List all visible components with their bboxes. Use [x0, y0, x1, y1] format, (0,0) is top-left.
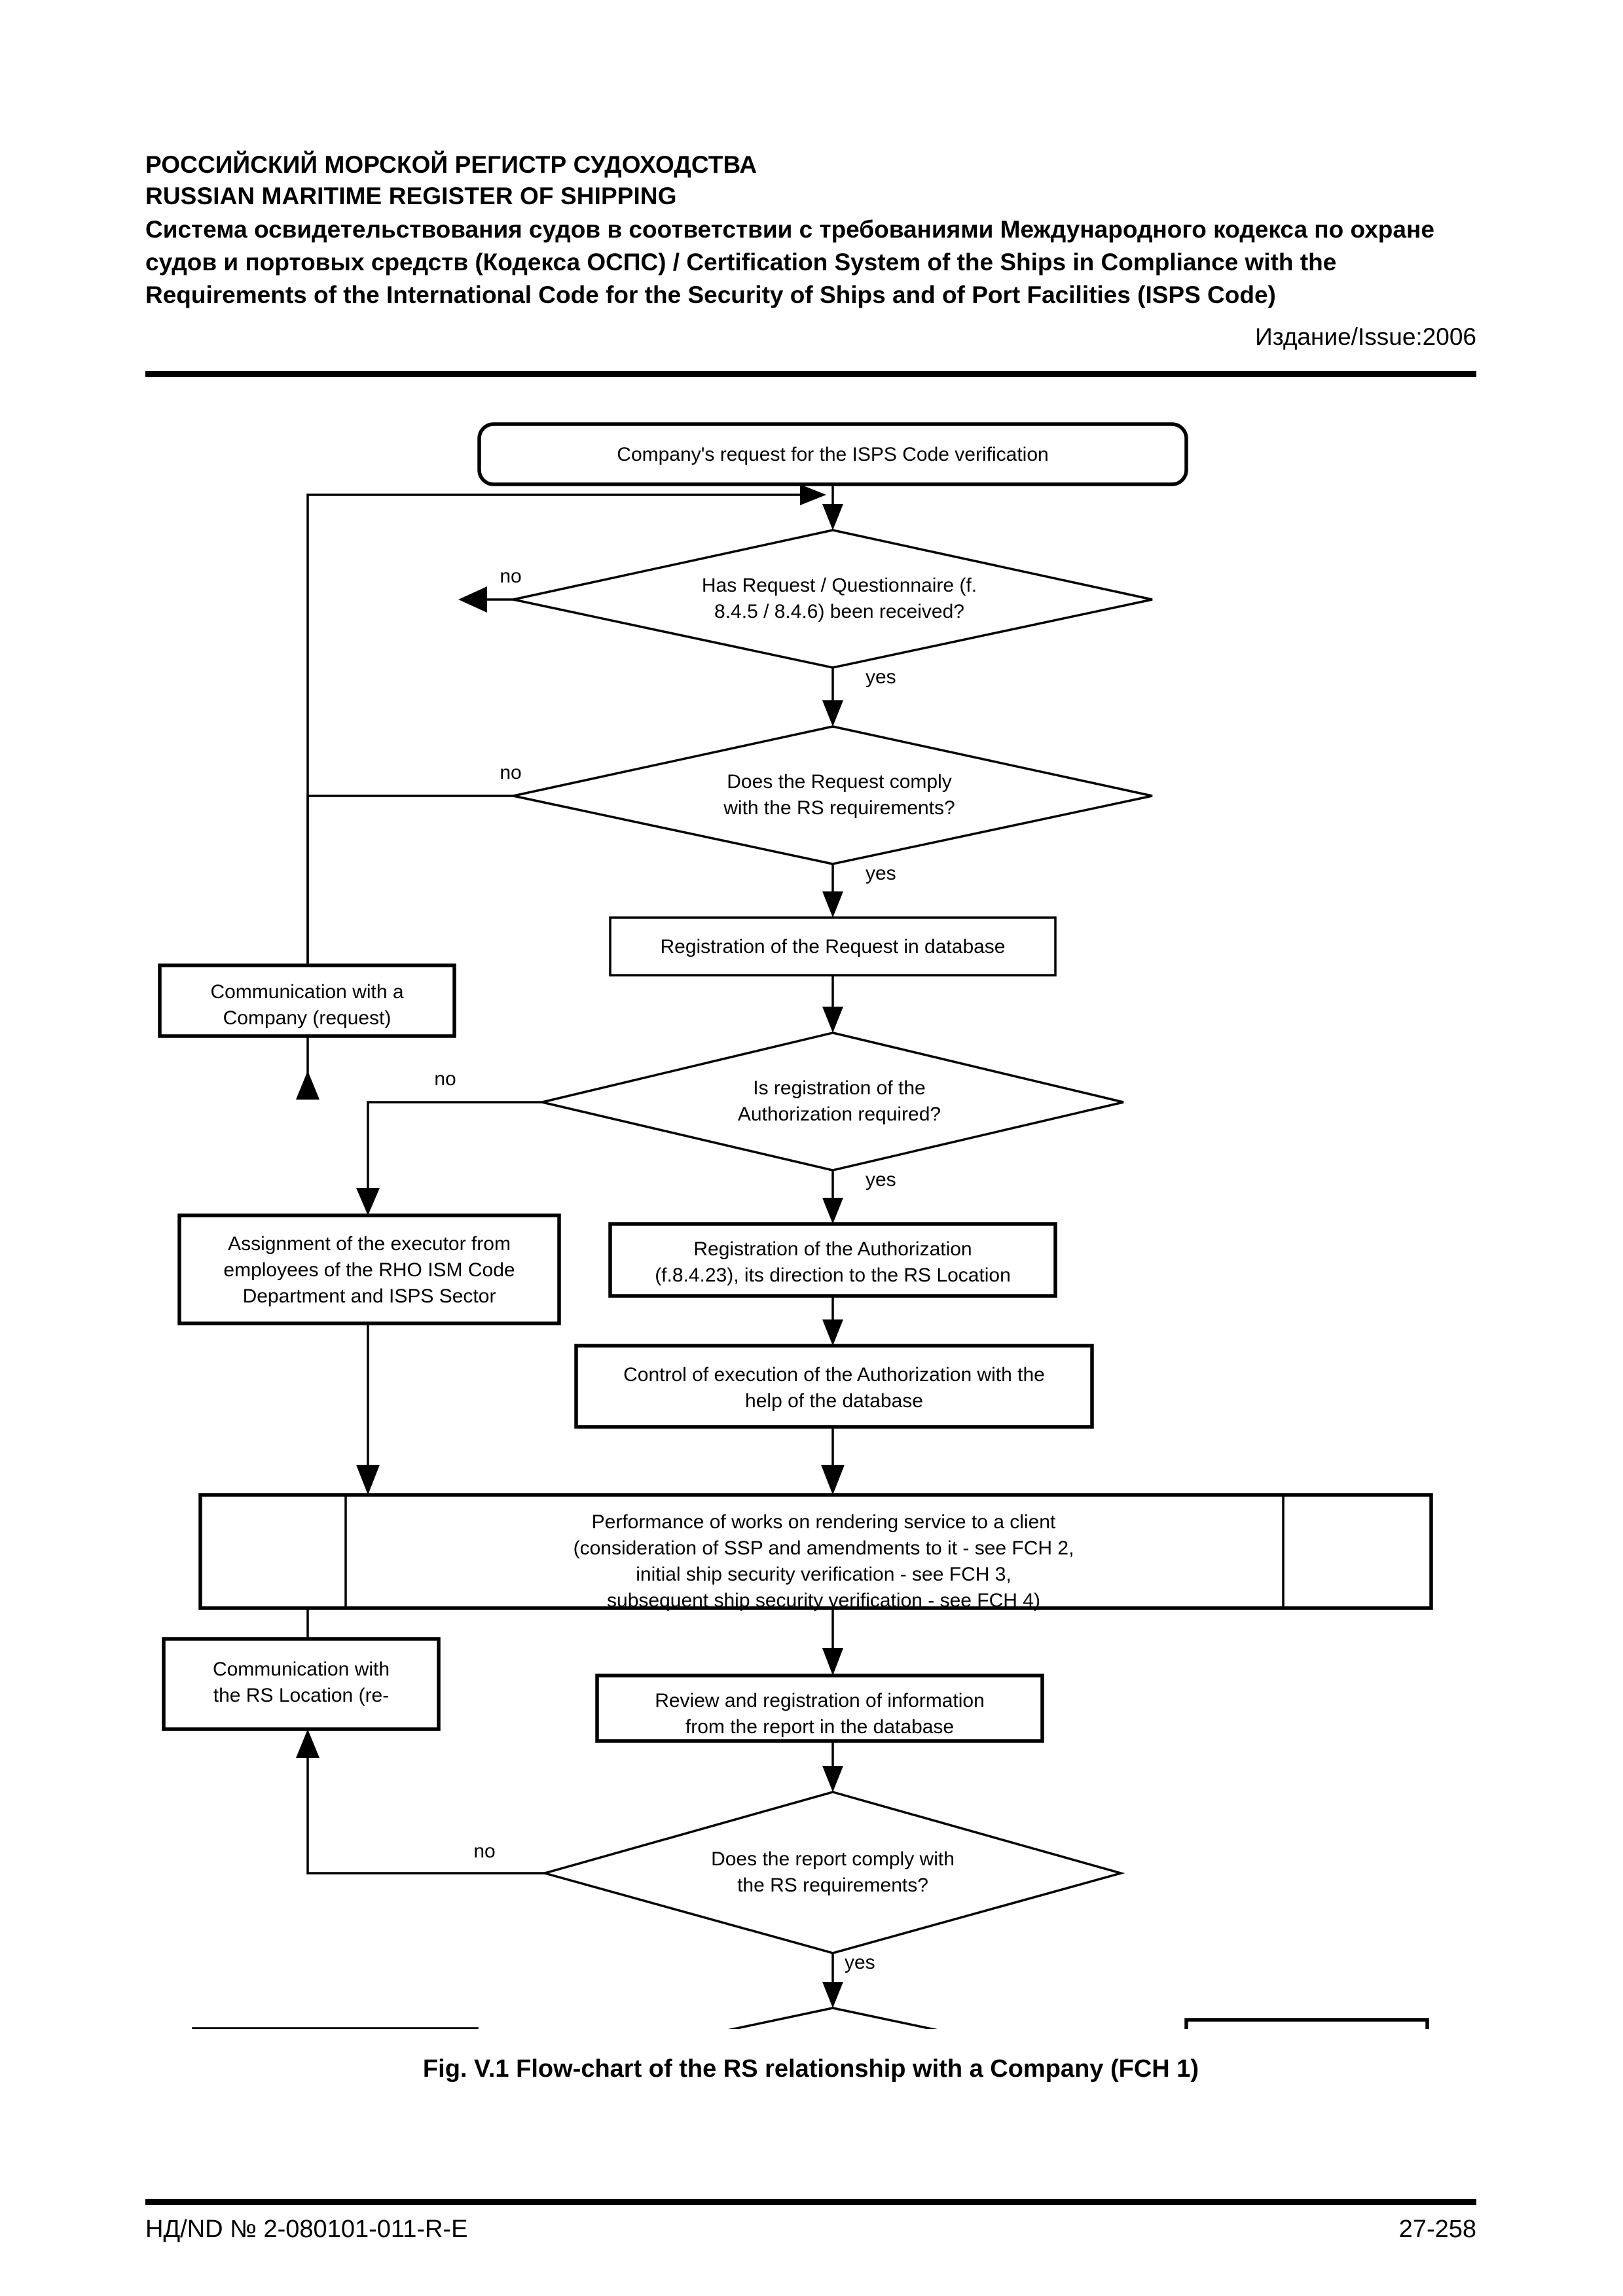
arrowhead-assignment-to-performance	[356, 1465, 380, 1495]
node-communication-company-line2: Company (request)	[223, 1007, 392, 1029]
edge-label-yes-4: yes	[845, 1952, 875, 1973]
node-control-execution	[574, 1344, 1094, 1429]
node-performance-works-line3: initial ship security verification - see…	[636, 1564, 1012, 1585]
organization-name-en: RUSSIAN MARITIME REGISTER OF SHIPPING	[145, 183, 677, 209]
node-performance-works-line1: Performance of works on rendering servic…	[592, 1511, 1056, 1533]
arrowhead-auth-to-control	[822, 1319, 843, 1346]
header-divider	[145, 371, 1476, 377]
node-decision-request-received-line1: Has Request / Questionnaire (f.	[702, 575, 977, 596]
node-assignment-executor-line3: Department and ISPS Sector	[243, 1285, 496, 1307]
node-registration-authorization	[608, 1222, 1057, 1298]
node-decision-authorization-required-line1: Is registration of the	[753, 1077, 925, 1099]
document-footer: НД/ND № 2-080101-011-R-E 27-258	[145, 2215, 1476, 2244]
node-start-label: Company's request for the ISPS Code veri…	[617, 444, 1048, 465]
arrowhead-auth-no	[356, 1188, 380, 1215]
node-decision-request-received-line2: 8.4.5 / 8.4.6) been received?	[714, 601, 964, 622]
footer-page-number: 27-258	[1398, 2215, 1476, 2243]
arrowhead-comply-no	[296, 1071, 319, 1100]
issue-year: Издание/Issue:2006	[1255, 323, 1476, 350]
edge-label-no-1: no	[500, 565, 521, 587]
arrowhead-request-to-auth	[822, 1007, 843, 1033]
arrowhead-received-no	[458, 586, 487, 613]
node-communication-rs-location	[162, 1637, 441, 1731]
node-assignment-executor	[177, 1213, 561, 1325]
footer-document-number: НД/ND № 2-080101-011-R-E	[145, 2215, 468, 2243]
node-communication-rs-location-line2: the RS Location (re-	[213, 1685, 389, 1706]
node-decision-authorization-required-line2: Authorization required?	[738, 1103, 941, 1125]
node-control-execution-line1: Control of execution of the Authorizatio…	[623, 1364, 1045, 1386]
node-review-registration-line1: Review and registration of information	[655, 1690, 985, 1712]
arrowhead-review-to-report	[822, 1766, 843, 1792]
edge-label-no-2: no	[500, 762, 521, 783]
node-performance-works-line2: (consideration of SSP and amendments to …	[574, 1537, 1074, 1559]
arrowhead-start-to-received	[822, 504, 843, 530]
edge-label-no-4: no	[473, 1840, 495, 1862]
node-decision-report-comply	[540, 1791, 1125, 1954]
flowchart: Company's request for the ISPS Code veri…	[0, 406, 1623, 2029]
edge-label-yes-1: yes	[866, 666, 896, 688]
node-registration-request	[609, 916, 1057, 977]
node-communication-company	[158, 963, 456, 1038]
arrowhead-comply-yes	[822, 891, 843, 918]
document-header: РОССИЙСКИЙ МОРСКОЙ РЕГИСТР СУДОХОДСТВА R…	[145, 149, 1481, 312]
arrowhead-report-no	[296, 1729, 319, 1758]
node-communication-rs-location-line1: Communication with	[213, 1659, 390, 1680]
footer-divider	[145, 2199, 1476, 2205]
header-subtitle: Система освидетельствования судов в соот…	[145, 216, 1434, 308]
node-decision-results-positive	[728, 2007, 938, 2029]
node-decision-request-comply-line1: Does the Request comply	[727, 771, 952, 793]
node-performance-works-line4: subsequent ship security verification - …	[607, 1590, 1040, 1611]
node-performance-works	[198, 1493, 1433, 1610]
node-decision-request-received	[513, 529, 1153, 669]
edge-label-yes-2: yes	[866, 863, 896, 884]
arrowhead-auth-yes	[822, 1198, 843, 1224]
node-communication-company-line1: Communication with a	[210, 981, 403, 1003]
node-start	[477, 422, 1188, 486]
node-decision-report-comply-line1: Does the report comply with	[711, 1848, 955, 1870]
node-registration-authorization-line2: (f.8.4.23), its direction to the RS Loca…	[655, 1265, 1011, 1286]
node-registration-request-label: Registration of the Request in database	[660, 936, 1005, 958]
node-assignment-executor-line2: employees of the RHO ISM Code	[223, 1259, 515, 1281]
node-registration-authorization-line1: Registration of the Authorization	[693, 1238, 972, 1260]
node-decision-request-comply	[513, 725, 1153, 865]
node-assignment-executor-line1: Assignment of the executor from	[228, 1233, 511, 1255]
arrowhead-report-yes	[822, 1982, 843, 2008]
node-review-registration	[595, 1674, 1044, 1743]
figure-caption: Fig. V.1 Flow-chart of the RS relationsh…	[422, 2055, 1199, 2083]
node-decision-authorization-required	[541, 1031, 1124, 1172]
node-decision-request-comply-line2: with the RS requirements?	[723, 797, 955, 819]
edge-label-yes-3: yes	[866, 1169, 896, 1191]
node-control-execution-line2: help of the database	[745, 1390, 923, 1412]
arrowhead-control-to-performance	[821, 1465, 845, 1495]
node-decision-report-comply-line2: the RS requirements?	[737, 1874, 928, 1896]
arrowhead-received-yes	[822, 700, 843, 726]
organization-name-ru: РОССИЙСКИЙ МОРСКОЙ РЕГИСТР СУДОХОДСТВА	[145, 151, 757, 178]
edge-label-no-3: no	[434, 1068, 456, 1090]
arrowhead-performance-to-review	[822, 1648, 843, 1676]
arrowhead-company-to-received	[800, 484, 826, 505]
node-review-registration-line2: from the report in the database	[685, 1716, 954, 1738]
node-registration-dispatch-issc	[1184, 2018, 1429, 2029]
